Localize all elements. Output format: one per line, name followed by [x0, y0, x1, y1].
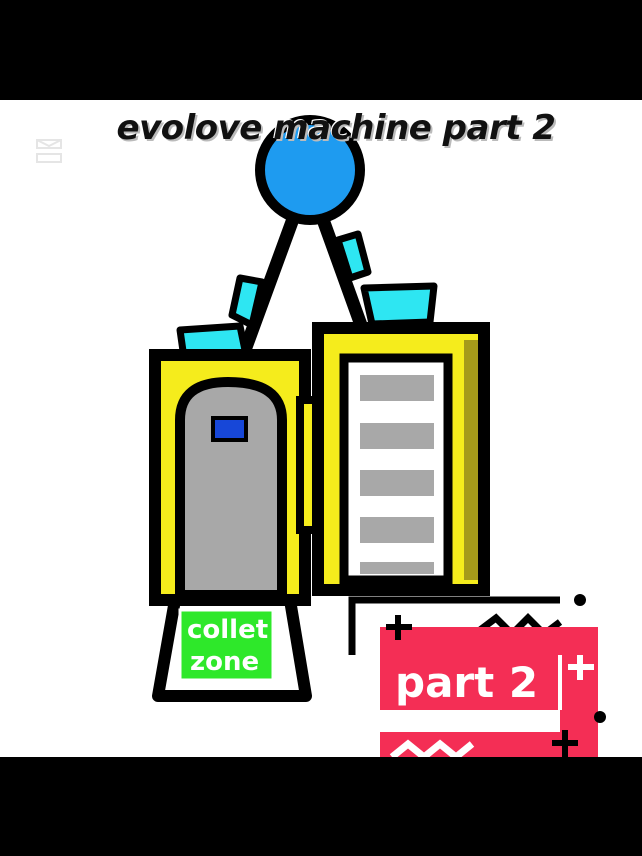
zigzag-icon: [389, 739, 475, 757]
evolve-machine-illustration: collet zone part 2: [149, 115, 606, 757]
envelope-icon: [36, 136, 62, 166]
right-machine: [312, 322, 490, 596]
top-letterbox-bar: [0, 0, 642, 100]
plus-icon: [552, 730, 578, 757]
dot-icon: [574, 594, 586, 606]
sticker-label: part 2: [395, 658, 538, 707]
plus-icon: [568, 655, 594, 680]
collet-zone-label-line2: zone: [190, 647, 259, 677]
dot-icon: [594, 711, 606, 723]
collet-zone-base: collet zone: [152, 594, 312, 702]
part2-sticker: part 2: [348, 594, 606, 757]
page-title: evolove machine part 2: [116, 108, 556, 148]
collet-zone-label-line1: collet: [187, 615, 268, 645]
image-canvas: evolove machine part 2: [0, 100, 642, 757]
bottom-letterbox-bar: [0, 757, 642, 856]
crane-ball: [255, 115, 365, 225]
left-machine: [149, 349, 311, 606]
cyan-crystals: [176, 230, 438, 362]
plus-icon: [386, 615, 412, 640]
